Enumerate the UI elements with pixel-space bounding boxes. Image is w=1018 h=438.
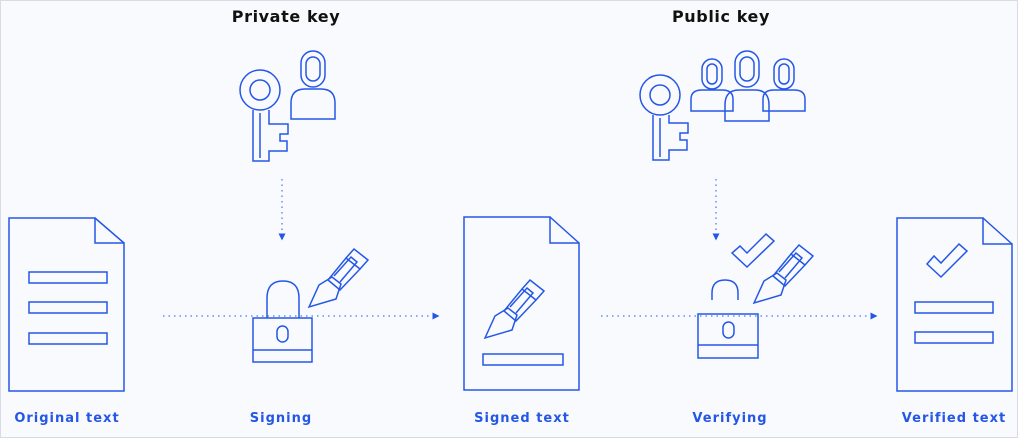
document-icon (896, 217, 1013, 392)
padlock-open-icon (697, 279, 759, 359)
pen-icon (752, 243, 815, 305)
caption-signed-text: Signed text (474, 411, 570, 426)
public-key-heading: Public key (671, 7, 771, 26)
caption-original-text: Original text (14, 411, 120, 426)
checkmark-icon (730, 232, 776, 269)
pen-icon (483, 278, 546, 340)
key-icon (639, 74, 689, 161)
caption-verifying: Verifying (692, 411, 768, 426)
checkmark-icon (925, 242, 969, 279)
document-icon (8, 217, 125, 392)
users-group-icon (690, 50, 806, 122)
key-icon (239, 69, 289, 162)
user-icon (290, 50, 336, 120)
pen-icon (307, 247, 370, 309)
caption-verified-text: Verified text (901, 411, 1007, 426)
padlock-closed-icon (252, 280, 313, 363)
private-key-heading: Private key (231, 7, 341, 26)
caption-signing: Signing (249, 411, 313, 426)
document-icon (463, 216, 580, 391)
